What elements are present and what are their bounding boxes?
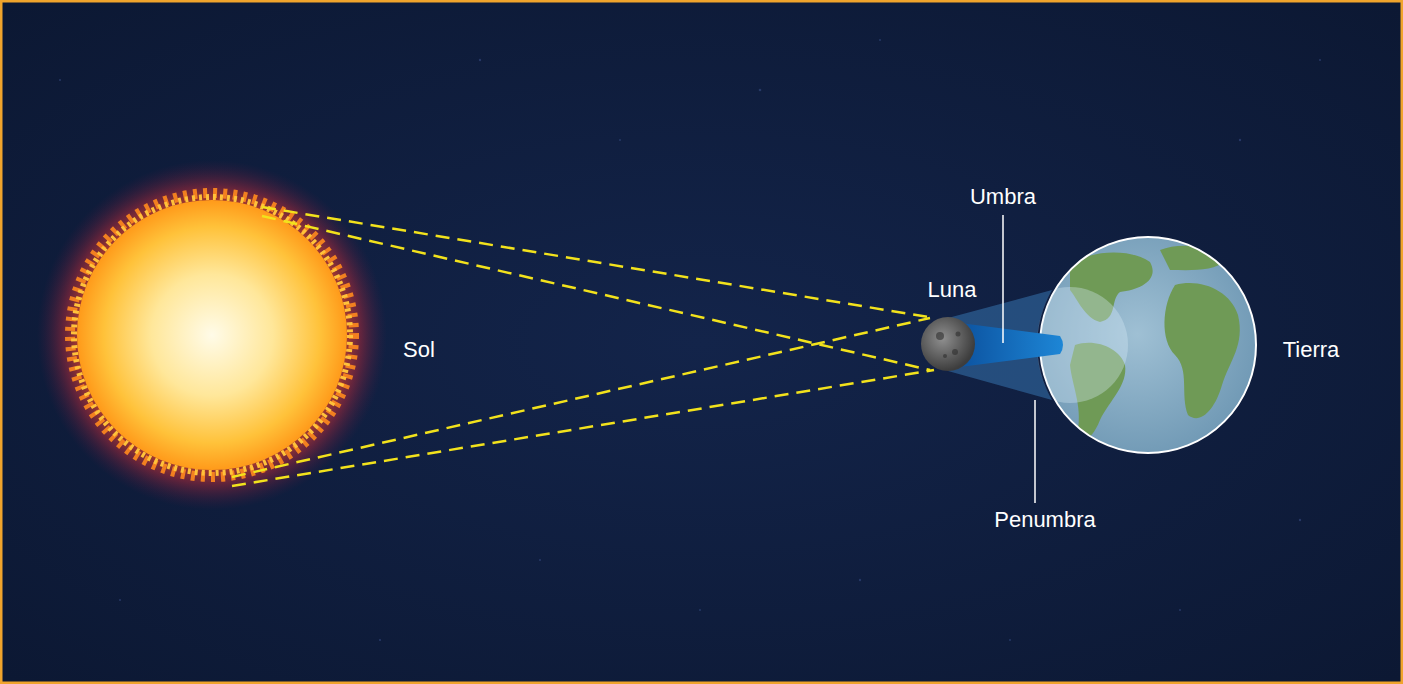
body-label: Sol	[403, 337, 435, 363]
shadow-label: Penumbra	[994, 507, 1096, 533]
body-label: Luna	[928, 277, 977, 303]
shadow-label: Umbra	[970, 184, 1036, 210]
body-label: Tierra	[1283, 337, 1340, 363]
